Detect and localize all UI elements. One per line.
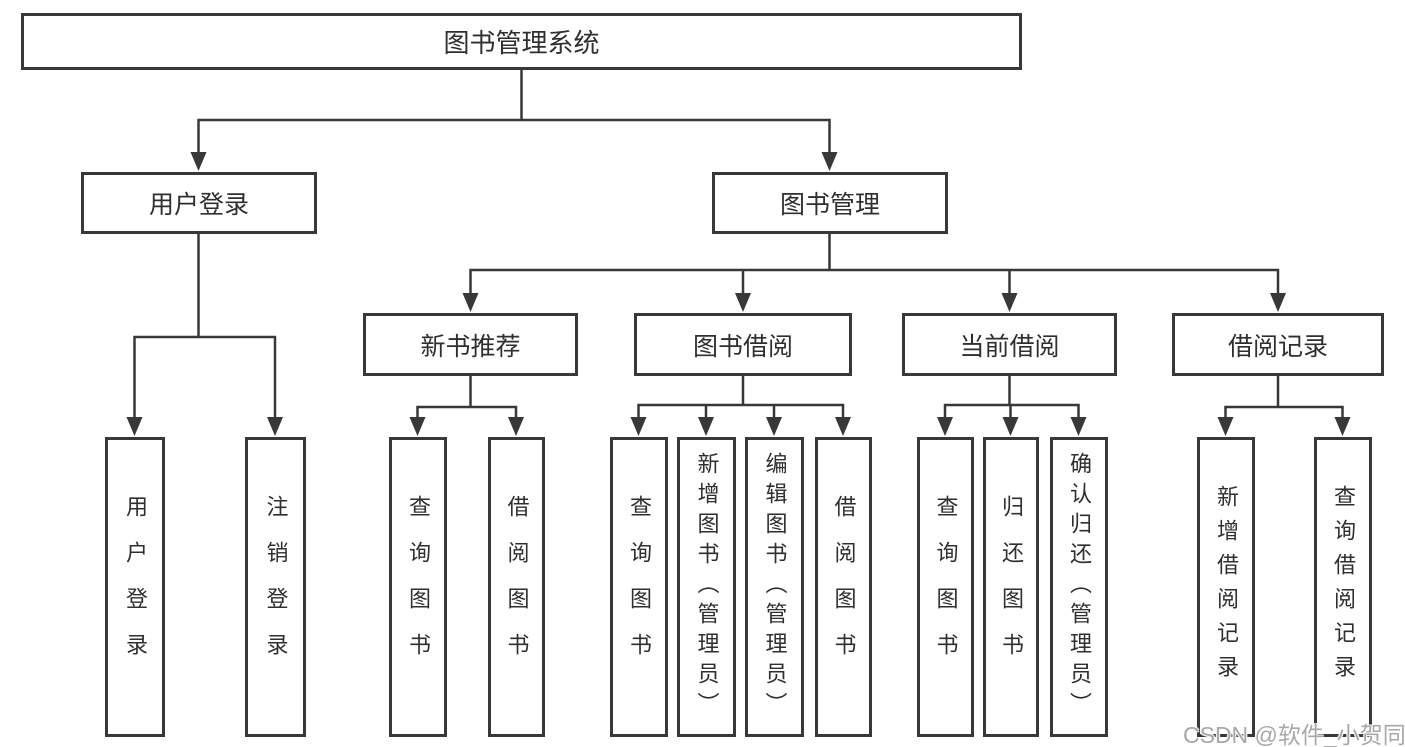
leaf-label: 查询图书 [627,495,652,679]
node-label: 新书推荐 [420,332,521,361]
leaf-add-books-admin: 新增图书（管理员） [677,437,736,737]
leaf-label: 确认归还（管理员） [1067,452,1092,722]
node-book-borrow: 图书借阅 [634,313,852,376]
node-library-management-system: 图书管理系统 [21,13,1022,70]
leaf-label: 查询图书 [933,495,959,679]
leaf-add-borrow-record: 新增借阅记录 [1197,437,1255,737]
leaf-query-books-recommend: 查询图书 [389,437,447,737]
node-label: 借阅记录 [1227,332,1328,361]
watermark: CSDN @软件_小贺同学 [1183,722,1405,747]
leaf-label: 编辑图书（管理员） [762,452,788,722]
node-label: 图书借阅 [692,332,793,361]
node-label: 用户登录 [148,191,249,219]
node-current-borrow: 当前借阅 [902,313,1117,376]
leaf-label: 归还图书 [999,495,1024,679]
leaf-label: 借阅图书 [831,495,857,679]
leaf-borrow-books: 借阅图书 [815,437,872,737]
leaf-label: 用户登录 [123,495,148,679]
leaf-return-books: 归还图书 [983,437,1039,737]
leaf-edit-books-admin: 编辑图书（管理员） [745,437,804,737]
node-borrow-records: 借阅记录 [1172,313,1384,376]
node-new-book-recommend: 新书推荐 [363,313,578,376]
node-user-login: 用户登录 [81,172,317,234]
leaf-label: 查询图书 [406,495,431,679]
node-label: 当前借阅 [959,332,1060,361]
leaf-logout: 注销登录 [245,437,306,737]
leaf-label: 借阅图书 [504,495,530,679]
node-book-management: 图书管理 [712,172,948,234]
leaf-confirm-return-admin: 确认归还（管理员） [1050,437,1108,737]
leaf-query-books-borrow: 查询图书 [610,437,668,737]
leaf-label: 注销登录 [263,495,289,679]
leaf-user-login: 用户登录 [105,437,165,737]
node-label: 图书管理系统 [443,28,600,58]
leaf-label: 新增图书（管理员） [694,452,720,722]
leaf-query-books-current: 查询图书 [917,437,974,737]
leaf-label: 查询借阅记录 [1331,485,1356,689]
leaf-query-borrow-record: 查询借阅记录 [1314,437,1372,737]
leaf-label: 新增借阅记录 [1214,485,1239,689]
leaf-borrow-books-recommend: 借阅图书 [488,437,545,737]
node-label: 图书管理 [779,191,880,219]
